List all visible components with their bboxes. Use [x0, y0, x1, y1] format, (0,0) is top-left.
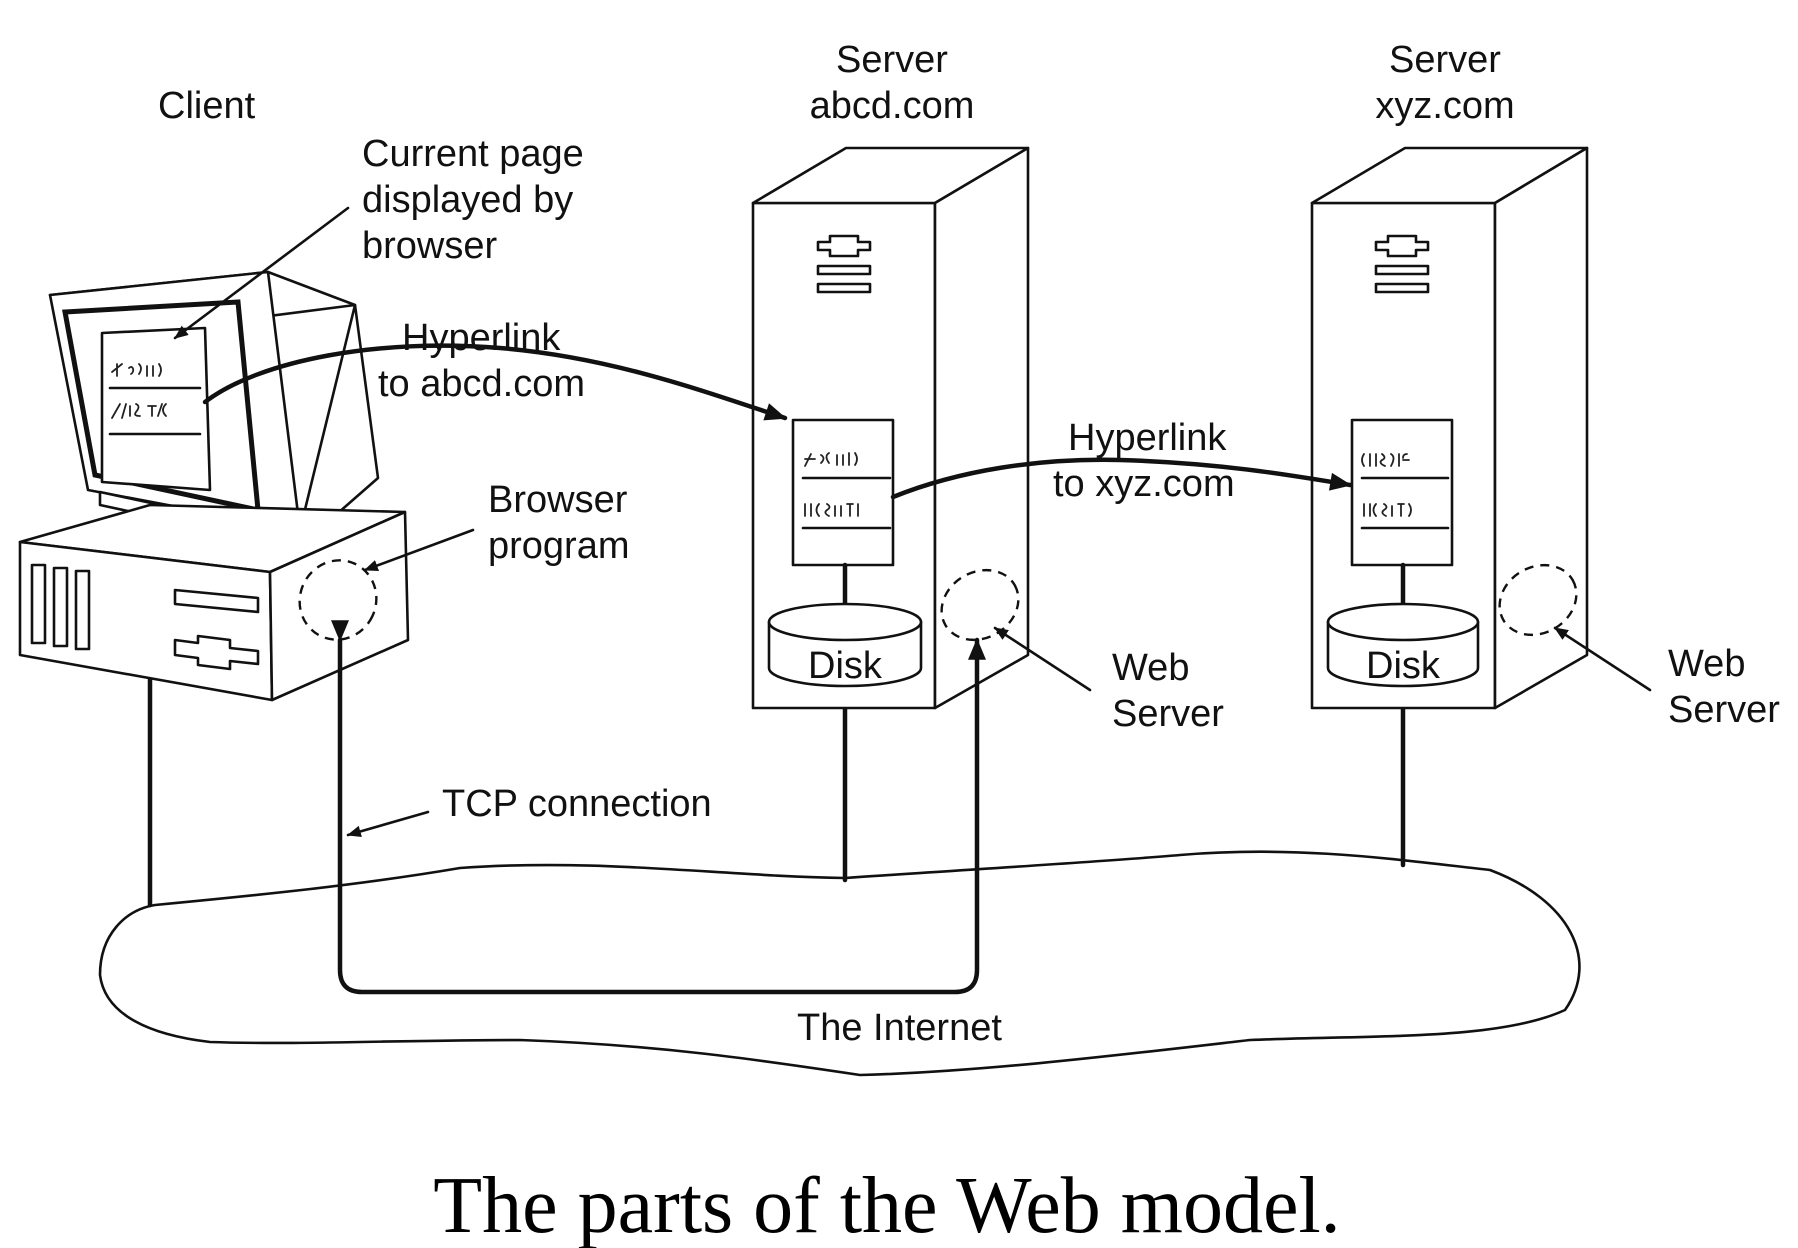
tcp-connection-label: TCP connection	[442, 783, 712, 825]
tcp-connection-path	[331, 620, 986, 995]
current-page-label-2: displayed by	[362, 179, 573, 221]
server-abcd-label-2: abcd.com	[810, 85, 975, 127]
hyperlink-to-abcd-arrow	[202, 343, 788, 421]
server-xyz-vent-2	[1374, 282, 1430, 294]
floppy-slot	[173, 588, 260, 614]
browser-program-ellipse	[298, 559, 378, 641]
web-server-xyz-label-1: Web	[1668, 643, 1745, 685]
hyperlink-abcd-label-1: Hyperlink	[402, 317, 561, 359]
server-abcd-page	[791, 418, 895, 567]
server-xyz-page	[1350, 418, 1454, 567]
server-xyz-vent-1	[1374, 264, 1430, 276]
server-xyz-web-server-ellipse	[1498, 563, 1578, 637]
current-page-label-3: browser	[362, 225, 497, 267]
web-server-xyz-leader	[1553, 626, 1652, 692]
server-xyz-drive-icon	[1374, 234, 1430, 258]
current-page-leader	[173, 206, 350, 340]
hyperlink-xyz-label-2: to xyz.com	[1053, 463, 1235, 505]
disk-abcd-label: Disk	[808, 645, 883, 687]
web-server-xyz-label-2: Server	[1668, 689, 1780, 731]
hyperlink-xyz-label-1: Hyperlink	[1068, 417, 1227, 459]
internet-label: The Internet	[797, 1007, 1002, 1049]
server-xyz-page-text	[1360, 453, 1450, 530]
internet-cloud	[98, 850, 1581, 1077]
browser-page	[100, 326, 212, 492]
browser-page-text	[108, 363, 202, 436]
server-abcd	[751, 146, 1030, 710]
web-server-abcd-label-1: Web	[1112, 647, 1189, 689]
server-abcd-vent-1	[816, 264, 872, 276]
hyperlink-abcd-label-2: to abcd.com	[378, 363, 585, 405]
server-xyz-disk	[1326, 602, 1480, 688]
server-abcd-side	[933, 146, 1030, 710]
client-label: Client	[158, 85, 256, 127]
tcp-connection-leader	[346, 810, 430, 838]
current-page-label-1: Current page	[362, 133, 584, 175]
server-xyz-label-1: Server	[1389, 39, 1501, 81]
drive-connector	[173, 634, 260, 671]
client-computer	[18, 270, 410, 702]
disk-xyz-label: Disk	[1366, 645, 1441, 687]
server-abcd-drive-icon	[816, 234, 872, 258]
figure-caption: The parts of the Web model.	[433, 1162, 1340, 1248]
browser-program-leader	[363, 528, 475, 572]
server-xyz-side	[1493, 146, 1589, 710]
server-xyz-label-2: xyz.com	[1375, 85, 1514, 127]
drive-bays	[30, 563, 91, 651]
browser-program-label-2: program	[488, 525, 630, 567]
server-abcd-vent-2	[816, 282, 872, 294]
server-abcd-page-text	[801, 452, 892, 530]
server-xyz	[1310, 146, 1589, 710]
web-server-abcd-label-2: Server	[1112, 693, 1224, 735]
hyperlink-to-xyz-arrow	[890, 457, 1353, 500]
web-server-abcd-leader	[993, 626, 1092, 692]
server-abcd-label-1: Server	[836, 39, 948, 81]
browser-program-label-1: Browser	[488, 479, 628, 521]
